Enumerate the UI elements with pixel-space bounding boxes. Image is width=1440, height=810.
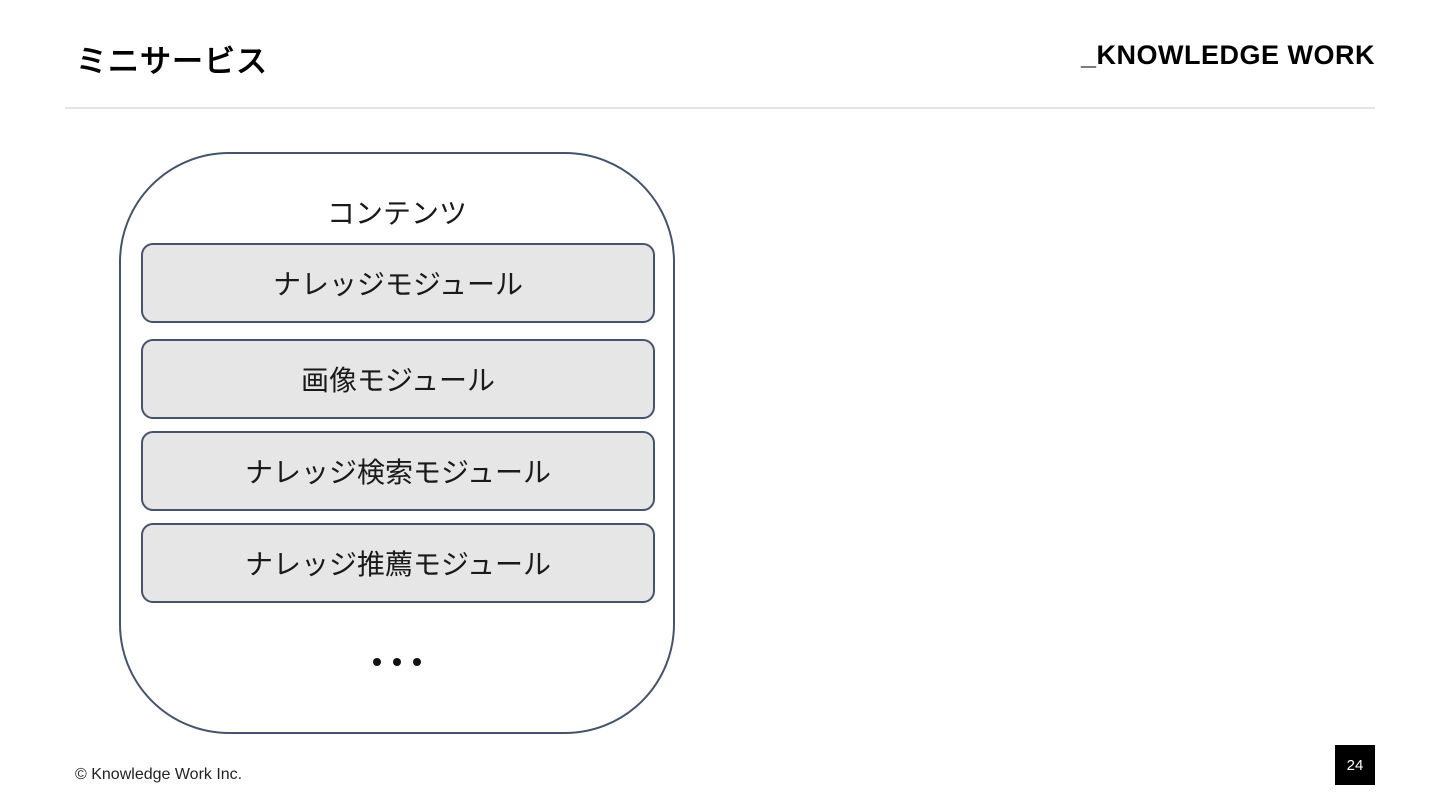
copyright: © Knowledge Work Inc. <box>75 766 243 783</box>
header-divider <box>65 107 1375 109</box>
ellipsis-dot <box>373 658 381 666</box>
page-number: 24 <box>1335 745 1375 785</box>
module-image: 画像モジュール <box>141 339 655 419</box>
more-indicator <box>119 632 675 692</box>
module-knowledge-recommendation: ナレッジ推薦モジュール <box>141 523 655 603</box>
module-knowledge-search: ナレッジ検索モジュール <box>141 431 655 511</box>
brand-logo: _KNOWLEDGE WORK <box>1081 40 1375 70</box>
ellipsis-dot <box>393 658 401 666</box>
container-label: コンテンツ <box>326 197 467 230</box>
ellipsis-dot <box>413 658 421 666</box>
content-container: コンテンツ <box>119 152 675 734</box>
module-knowledge: ナレッジモジュール <box>141 243 655 323</box>
page-title: ミニサービス <box>76 44 268 80</box>
